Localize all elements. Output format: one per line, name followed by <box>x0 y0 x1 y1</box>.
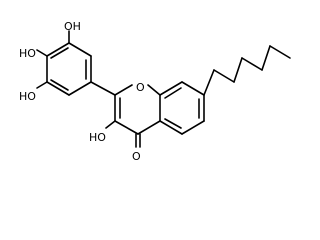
bond <box>181 120 205 135</box>
bond <box>46 42 70 57</box>
bond <box>181 81 205 96</box>
bond <box>114 120 139 135</box>
double-bond-inner <box>164 87 182 99</box>
ho-left-lower-label: HO <box>19 90 36 103</box>
bond <box>241 57 263 71</box>
double-bond-inner <box>50 47 69 59</box>
bond <box>159 81 183 96</box>
benzo-ring <box>159 81 205 135</box>
bond-to-ho-left-upper <box>36 49 48 57</box>
bond <box>147 84 161 96</box>
bond <box>68 42 92 57</box>
bond <box>213 69 235 83</box>
double-bond-inner <box>164 118 182 129</box>
ring-o-label: O <box>136 81 145 94</box>
oh-top-label: OH <box>64 20 81 33</box>
double-bond-inner <box>50 79 69 91</box>
bond <box>269 45 291 59</box>
bond <box>46 81 70 96</box>
bond <box>137 120 161 135</box>
hexyl-chain <box>203 45 291 96</box>
biaryl-bond <box>90 81 116 96</box>
bond <box>203 69 215 96</box>
bond-to-ho-bottom <box>105 120 116 129</box>
bond <box>159 120 183 135</box>
bond <box>68 81 92 96</box>
ho-left-upper-label: HO <box>19 47 36 60</box>
trihydroxyphenyl-ring <box>46 42 92 96</box>
bond <box>114 84 133 96</box>
bond-to-ho-left-lower <box>36 81 48 89</box>
pyranone-ring <box>114 84 161 135</box>
carbonyl-o-label: O <box>132 150 141 163</box>
bond <box>261 45 271 71</box>
molecule-diagram: OH HO HO O HO O <box>19 20 291 163</box>
ho-bottom-label: HO <box>89 131 106 144</box>
bond <box>233 57 243 83</box>
